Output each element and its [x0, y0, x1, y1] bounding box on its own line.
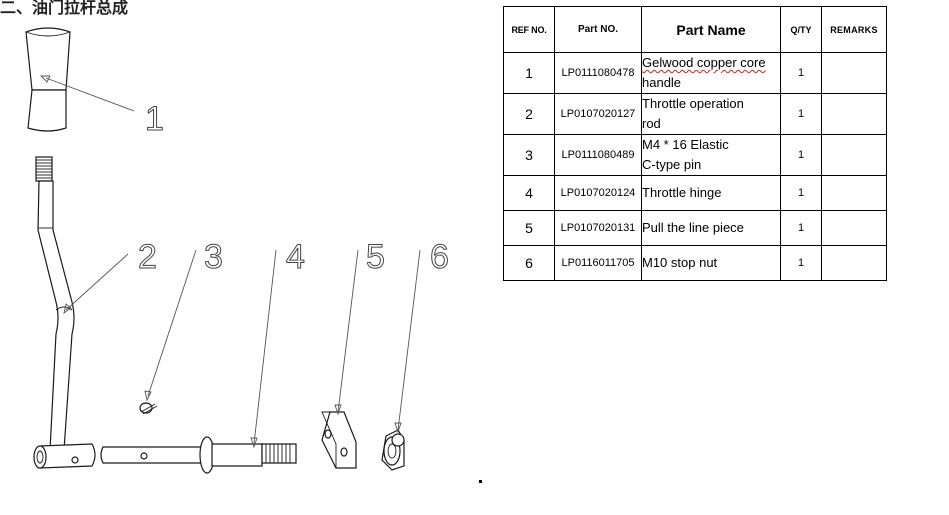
cell-qty: 1: [780, 134, 822, 176]
header-ref-no: REF NO.: [503, 6, 555, 53]
cell-qty: 1: [780, 175, 822, 211]
line-piece-part-drawing: [321, 411, 357, 469]
cell-remarks: [821, 245, 887, 281]
cell-qty: 1: [780, 210, 822, 246]
header-part-name: Part Name: [641, 6, 781, 53]
table-row: 4 LP0107020124 Throttle hinge 1: [503, 175, 887, 211]
part-name-line1: Throttle operation: [642, 96, 744, 111]
cell-part-name: M10 stop nut: [641, 245, 781, 281]
cell-ref: 5: [503, 210, 555, 246]
header-qty: Q/TY: [780, 6, 822, 53]
cell-remarks: [821, 175, 887, 211]
throttle-rod-part-drawing: [33, 156, 96, 469]
handle-part-drawing: [25, 27, 71, 132]
cell-part-no: LP0116011705: [554, 245, 642, 281]
part-name-line2: C-type pin: [642, 157, 702, 172]
cell-part-no: LP0111080478: [554, 52, 642, 94]
part-name-line1: Gelwood copper core: [642, 55, 766, 70]
table-header-row: REF NO. Part NO. Part Name Q/TY REMARKS: [503, 6, 887, 53]
cell-part-no: LP0107020124: [554, 175, 642, 211]
stray-dot: [479, 480, 482, 483]
part-name-line1: M4 * 16 Elastic: [642, 137, 729, 152]
callout-1: 1: [145, 100, 164, 138]
cell-part-name: Gelwood copper core handle: [641, 52, 781, 94]
cell-part-name: Pull the line piece: [641, 210, 781, 246]
cell-remarks: [821, 210, 887, 246]
stop-nut-part-drawing: [381, 429, 405, 471]
part-name-line2: handle: [642, 75, 682, 90]
cell-part-name: M4 * 16 Elastic C-type pin: [641, 134, 781, 176]
callout-2: 2: [138, 238, 157, 276]
cell-qty: 1: [780, 52, 822, 94]
cell-qty: 1: [780, 93, 822, 135]
cell-ref: 6: [503, 245, 555, 281]
table-row: 6 LP0116011705 M10 stop nut 1: [503, 245, 887, 281]
callout-4: 4: [286, 238, 305, 276]
callout-5: 5: [366, 238, 385, 276]
cell-part-no: LP0107020127: [554, 93, 642, 135]
section-caption: 二、油门拉杆总成: [0, 0, 129, 17]
c-type-pin-part-drawing: [139, 402, 158, 415]
cell-part-name: Throttle hinge: [641, 175, 781, 211]
table-row: 2 LP0107020127 Throttle operation rod 1: [503, 93, 887, 135]
cell-ref: 1: [503, 52, 555, 94]
cell-qty: 1: [780, 245, 822, 281]
table-row: 1 LP0111080478 Gelwood copper core handl…: [503, 52, 887, 94]
cell-part-no: LP0107020131: [554, 210, 642, 246]
parts-list-table: REF NO. Part NO. Part Name Q/TY REMARKS …: [503, 6, 887, 281]
callout-6: 6: [430, 238, 449, 276]
cell-ref: 4: [503, 175, 555, 211]
cell-remarks: [821, 52, 887, 94]
cell-ref: 3: [503, 134, 555, 176]
header-part-no: Part NO.: [554, 6, 642, 53]
cell-remarks: [821, 93, 887, 135]
cell-part-no: LP0111080489: [554, 134, 642, 176]
table-row: 5 LP0107020131 Pull the line piece 1: [503, 210, 887, 246]
exploded-parts-drawing: 1 2 3 4 5 6: [25, 27, 449, 474]
header-remarks: REMARKS: [821, 6, 887, 53]
cell-part-name: Throttle operation rod: [641, 93, 781, 135]
callout-3: 3: [204, 238, 223, 276]
throttle-hinge-part-drawing: [100, 436, 297, 474]
table-row: 3 LP0111080489 M4 * 16 Elastic C-type pi…: [503, 134, 887, 176]
part-name-line2: rod: [642, 116, 661, 131]
cell-remarks: [821, 134, 887, 176]
cell-ref: 2: [503, 93, 555, 135]
leader-lines: [39, 75, 421, 449]
